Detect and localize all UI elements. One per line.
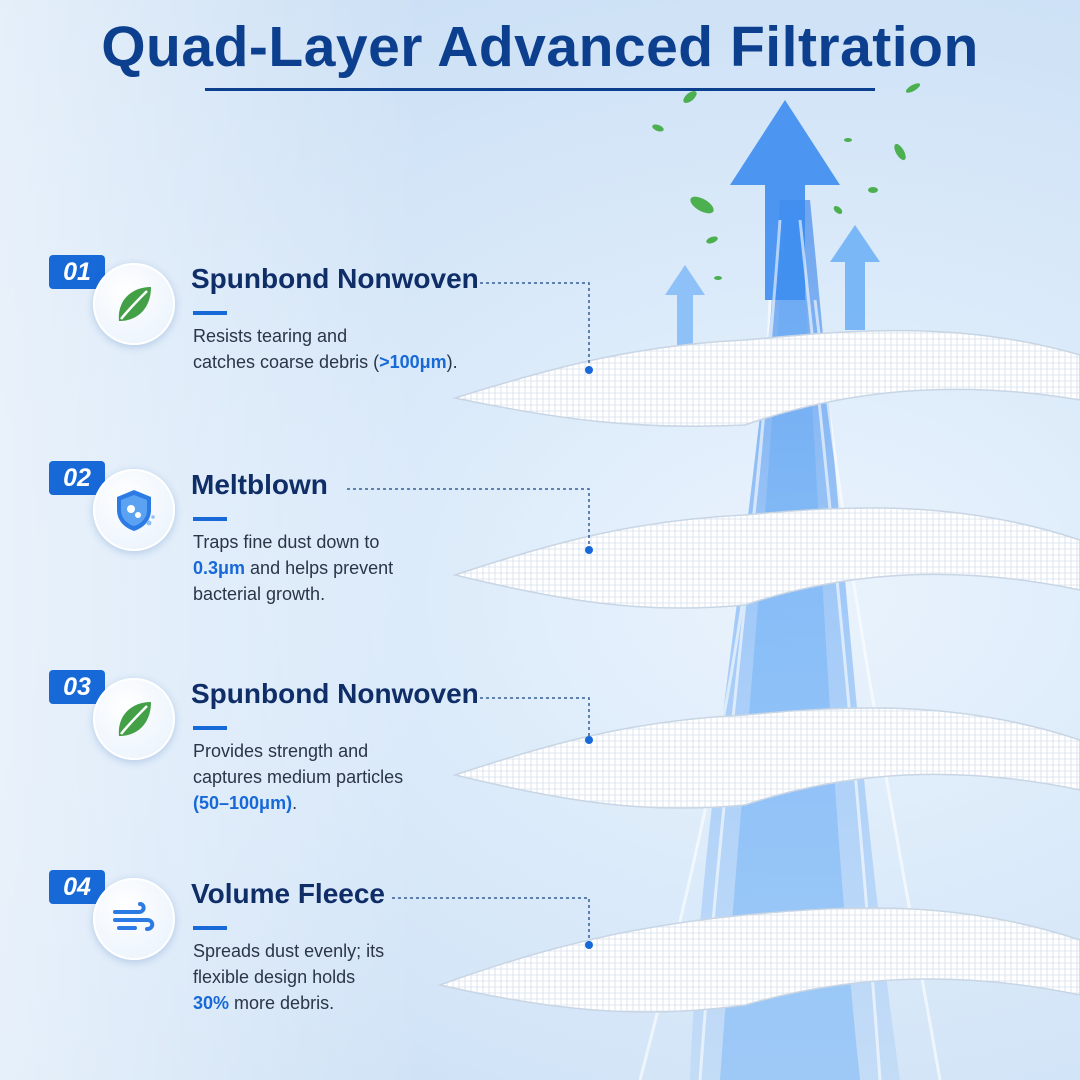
title-underline xyxy=(205,88,875,91)
layer-title: Meltblown xyxy=(191,469,328,500)
layer-title: Volume Fleece xyxy=(191,878,386,909)
page-title: Quad-Layer Advanced Filtration xyxy=(101,15,979,79)
layer-number-badge: 01 xyxy=(49,255,105,289)
layer-number-badge: 04 xyxy=(49,870,105,904)
layer-title: Spunbond Nonwoven xyxy=(191,678,479,709)
title-dash xyxy=(193,926,227,930)
leaf-icon xyxy=(93,263,175,345)
wind-icon xyxy=(93,878,175,960)
layer-description: Spreads dust evenly; its flexible design… xyxy=(193,941,385,1013)
layer-description: Traps fine dust down to 0.3μm and helps … xyxy=(193,532,394,604)
shield-icon xyxy=(93,469,175,551)
leaf-icon xyxy=(93,678,175,760)
layer-description: Provides strength and captures medium pa… xyxy=(193,741,404,813)
title-dash xyxy=(193,726,227,730)
layer-number-badge: 03 xyxy=(49,670,105,704)
title-dash xyxy=(193,311,227,315)
layer-number-badge: 02 xyxy=(49,461,105,495)
title-dash xyxy=(193,517,227,521)
layer-description: Resists tearing and catches coarse debri… xyxy=(193,326,458,372)
layer-title: Spunbond Nonwoven xyxy=(191,263,479,294)
